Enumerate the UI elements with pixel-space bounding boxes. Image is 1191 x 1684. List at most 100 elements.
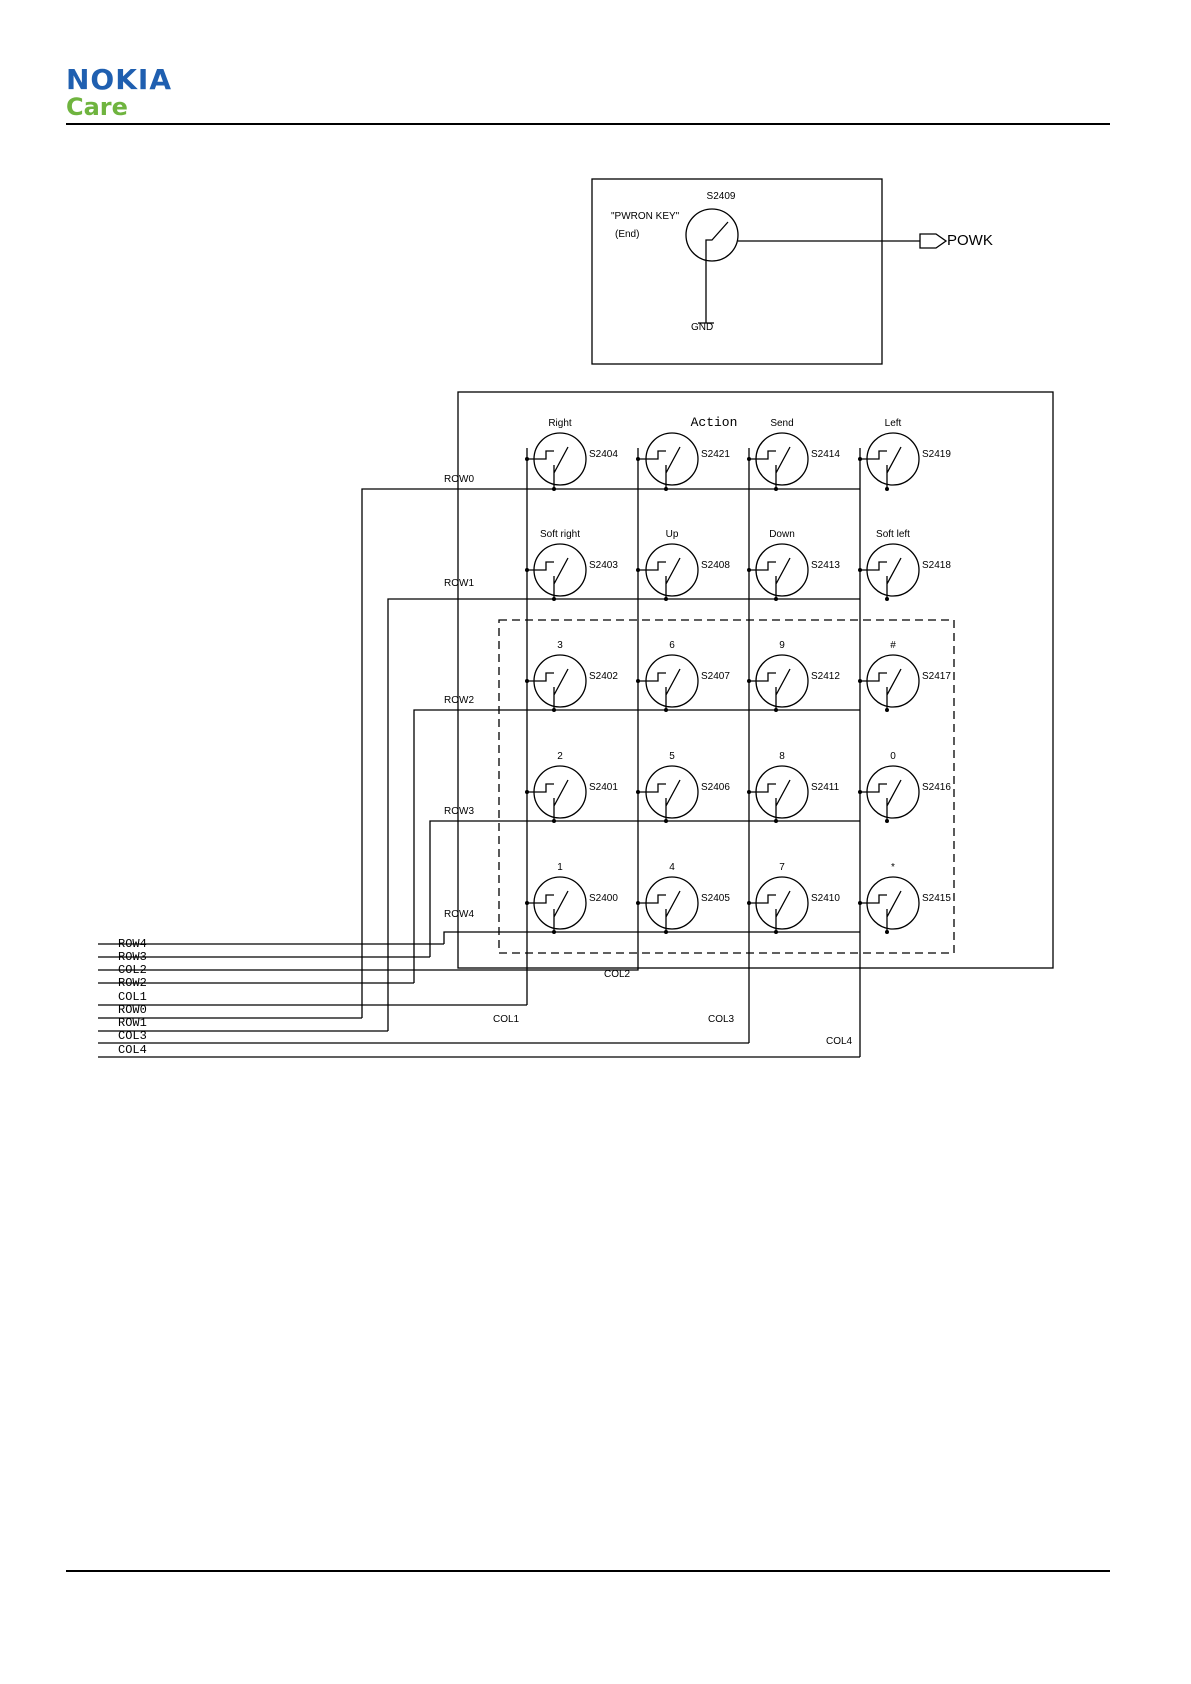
switch-contact: [749, 779, 791, 821]
switch-contact: [749, 557, 791, 599]
footer-rule: [66, 1570, 1110, 1572]
switch-contact: [638, 779, 681, 821]
switch-contact: [638, 890, 681, 932]
power-key-sublabel: (End): [615, 229, 639, 240]
pin-label: ROW3: [118, 950, 147, 964]
col3-label: COL3: [708, 1014, 735, 1025]
key-name-label: 8: [779, 751, 785, 762]
key-ref-label: S2411: [811, 782, 840, 793]
row3-net: [429, 820, 860, 957]
switch-contact: [527, 446, 569, 489]
gnd-label: GND: [691, 322, 713, 333]
row-nets: [361, 488, 860, 1031]
col4-label: COL4: [826, 1036, 853, 1047]
junction-dot: [885, 597, 889, 601]
row4-net: [443, 931, 860, 944]
row0-net: [361, 488, 860, 1018]
key-name-label: Right: [548, 418, 572, 429]
key-name-label: 7: [779, 862, 785, 873]
numeric-keys-frame: [498, 619, 955, 954]
key-name-label: Down: [769, 529, 795, 540]
col2-net: [560, 448, 639, 971]
key-name-label: Up: [666, 529, 679, 540]
switch-contact: [749, 446, 791, 489]
key-ref-label: S2405: [701, 893, 730, 904]
key-ref-label: S2408: [701, 560, 730, 571]
powk-port-icon: [919, 233, 948, 249]
key-ref-label: S2419: [922, 449, 951, 460]
key-name-label: Action: [691, 415, 738, 430]
power-key-label: "PWRON KEY": [611, 211, 680, 222]
key-ref-label: S2412: [811, 671, 840, 682]
switch-contact: [527, 890, 569, 932]
switch-contact: [860, 779, 902, 821]
keypad-frame: [457, 391, 1054, 969]
switch-contact: [860, 557, 902, 599]
pin-label: ROW1: [118, 1016, 147, 1030]
switch-contact: [860, 890, 902, 932]
junction-dot: [885, 930, 889, 934]
key-ref-label: S2403: [589, 560, 618, 571]
key-ref-label: S2418: [922, 560, 951, 571]
key-name-label: Send: [770, 418, 793, 429]
junction-dot: [885, 487, 889, 491]
key-ref-label: S2417: [922, 671, 951, 682]
key-ref-label: S2407: [701, 671, 730, 682]
row0-label: ROW0: [444, 474, 474, 485]
switch-contact: [860, 446, 902, 489]
pin-label: COL4: [118, 1043, 147, 1057]
nokia-care-logo: NOKIA Care: [66, 66, 172, 121]
key-ref-label: S2400: [589, 893, 618, 904]
row3-label: ROW3: [444, 806, 474, 817]
key-name-label: 4: [669, 862, 675, 873]
key-name-label: 6: [669, 640, 675, 651]
pin-label: ROW0: [118, 1003, 147, 1017]
row4-label: ROW4: [444, 909, 474, 920]
key-name-label: Soft right: [540, 529, 580, 540]
key-ref-label: S2415: [922, 893, 951, 904]
junction-dot: [885, 708, 889, 712]
col1-label: COL1: [493, 1014, 520, 1025]
row2-label: ROW2: [444, 695, 474, 706]
connector-bus: [98, 943, 860, 1058]
key-switch: * S2415: [858, 862, 951, 934]
col-nets: [526, 448, 861, 1057]
power-key-block: [591, 178, 948, 365]
switch-contact: [638, 557, 681, 599]
key-name-label: 5: [669, 751, 675, 762]
key-switch: # S2417: [858, 640, 951, 712]
key-name-label: #: [890, 640, 896, 651]
key-ref-label: S2401: [589, 782, 618, 793]
switch-contact: [638, 446, 681, 489]
key-name-label: Soft left: [876, 529, 910, 540]
row1-label: ROW1: [444, 578, 474, 589]
pin-label: ROW2: [118, 976, 147, 990]
key-name-label: Left: [885, 418, 902, 429]
key-ref-label: S2414: [811, 449, 840, 460]
key-ref-label: S2406: [701, 782, 730, 793]
key-ref-label: S2404: [589, 449, 618, 460]
row2-net: [413, 709, 860, 983]
key-name-label: 2: [557, 751, 563, 762]
switch-contact: [749, 890, 791, 932]
key-name-label: 1: [557, 862, 563, 873]
power-key-ref: S2409: [707, 191, 736, 202]
switch-contact: [527, 557, 569, 599]
power-key-frame: [591, 178, 883, 365]
switch-contact: [527, 668, 569, 710]
key-name-label: *: [891, 862, 895, 873]
power-switch-symbol: [685, 208, 739, 262]
row1-net: [387, 598, 860, 1031]
key-ref-label: S2421: [701, 449, 730, 460]
